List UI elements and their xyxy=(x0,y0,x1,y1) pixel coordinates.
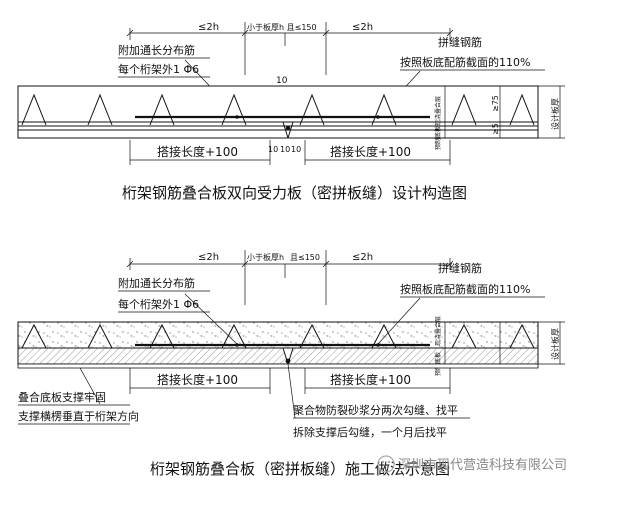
dim2-gap-a: 小于板厚h xyxy=(247,252,284,262)
side-dimensions-1: 现浇叠合层 预制底板 ≥75 ≥5 设计板厚 xyxy=(434,85,565,150)
dim-2h-right: ≤2h xyxy=(352,22,373,33)
support-joist xyxy=(17,363,539,369)
lap2-length-right: 搭接长度+100 xyxy=(330,372,411,387)
label2-joint-rebar: 拼缝钢筋 xyxy=(438,261,482,275)
note-support-firm: 叠合底板支撑牢固 xyxy=(18,390,106,404)
label-joint-rebar: 拼缝钢筋 xyxy=(438,35,482,49)
label2-joint-rebar-spec: 按照板底配筋截面的110% xyxy=(400,282,530,296)
dim-gap: 小于板厚h 且≤150 xyxy=(247,22,317,32)
diagram-2-title: 桁架钢筋叠合板（密拼板缝）施工做法示意图 xyxy=(150,460,450,478)
diagram-1-title: 桁架钢筋叠合板双向受力板（密拼板缝）设计构造图 xyxy=(122,184,467,202)
side-label-design-thickness: 设计板厚 xyxy=(550,98,560,130)
truss-7 xyxy=(451,93,477,126)
top-dimension-line-2: ≤2h 小于板厚h 且≤150 ≤2h xyxy=(126,250,454,305)
side-label-precast: 预制底板 xyxy=(434,126,442,150)
bottom-dimensions-1: 搭接长度+100 搭接长度+100 10 10 10 xyxy=(129,140,451,165)
truss-8 xyxy=(509,93,535,126)
dim2-2h-left: ≤2h xyxy=(198,252,219,263)
note-after-removal: 拆除支撑后勾缝，一个月后找平 xyxy=(293,425,447,439)
truss-4 xyxy=(221,93,247,126)
side2-label-design-thickness: 设计板厚 xyxy=(550,328,560,360)
side-label-topping: 现浇叠合层 xyxy=(434,96,442,126)
lap-length-left: 搭接长度+100 xyxy=(157,144,238,159)
small-bottom-10c: 10 xyxy=(291,145,301,154)
side-label-75: ≥75 xyxy=(491,95,500,112)
dim2-2h-right: ≤2h xyxy=(352,252,373,263)
small-dim-10: 10 xyxy=(276,76,288,86)
lap-length-right: 搭接长度+100 xyxy=(330,144,411,159)
diagram-2: ≤2h 小于板厚h 且≤150 ≤2h 附加通长分布筋 每个桁架外1 Φ6 拼缝… xyxy=(17,250,565,478)
slab-section-1 xyxy=(17,85,539,139)
precast-base-slab xyxy=(17,347,539,365)
small-bottom-10b: 10 xyxy=(280,145,290,154)
side-label-5: ≥5 xyxy=(491,123,500,135)
watermark-text: 深圳市现代营造科技有限公司 xyxy=(398,457,567,473)
truss-1 xyxy=(21,93,47,126)
diagram-1: ≤2h 小于板厚h 且≤150 ≤2h 附加通长分布筋 每个桁架外1 Φ6 拼缝… xyxy=(17,22,565,202)
label2-per-truss-bar: 每个桁架外1 Φ6 xyxy=(118,297,199,311)
truss-6 xyxy=(371,93,397,126)
lap2-length-left: 搭接长度+100 xyxy=(157,372,238,387)
label2-extra-distribution-bar: 附加通长分布筋 xyxy=(118,276,195,290)
note-mortar-grouting: 聚合物防裂砂浆分两次勾缝、找平 xyxy=(293,403,458,417)
joint-notch-2 xyxy=(282,347,294,366)
truss-5 xyxy=(299,93,325,126)
watermark: 深圳市现代营造科技有限公司 xyxy=(377,455,567,473)
label-per-truss-bar: 每个桁架外1 Φ6 xyxy=(118,62,199,76)
note-support-direction: 支撑横楞垂直于桁架方向 xyxy=(18,409,139,423)
dim-2h-left: ≤2h xyxy=(198,22,219,33)
top-dimension-line: ≤2h 小于板厚h 且≤150 ≤2h xyxy=(126,22,454,75)
truss-3 xyxy=(149,93,175,126)
slab-section-2 xyxy=(17,321,539,366)
label-joint-rebar-spec: 按照板底配筋截面的110% xyxy=(400,55,530,69)
joint-notch xyxy=(282,121,294,139)
truss-2 xyxy=(87,93,113,126)
label-extra-distribution-bar: 附加通长分布筋 xyxy=(118,43,195,57)
side2-label-topping: 现浇叠合层 xyxy=(434,316,442,346)
wechat-icon xyxy=(377,455,395,473)
dim2-gap-b: 且≤150 xyxy=(290,253,320,262)
bottom-dimensions-2: 搭接长度+100 搭接长度+100 xyxy=(129,368,451,394)
small-bottom-10a: 10 xyxy=(268,145,278,154)
